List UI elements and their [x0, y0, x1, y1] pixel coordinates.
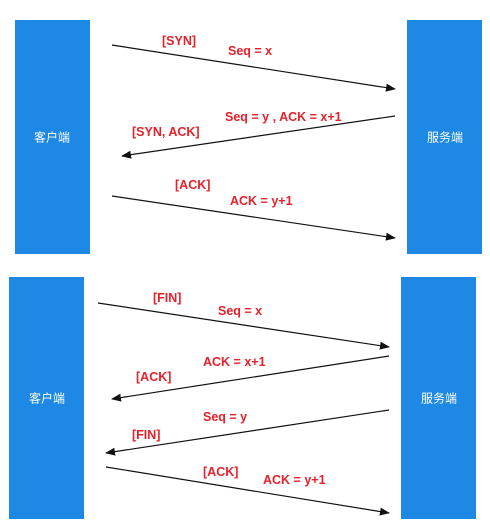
ack1-detail-label: ACK = x+1	[203, 355, 266, 369]
teardown-client-label: 客户端	[28, 391, 66, 406]
syn-arrow	[111, 44, 396, 92]
handshake-server-box	[407, 20, 482, 254]
fin1-arrow	[97, 302, 390, 350]
ack2-detail-label: ACK = y+1	[263, 473, 326, 487]
ack-detail-label: ACK = y+1	[230, 194, 293, 208]
syn-flag-label: [SYN]	[162, 34, 196, 48]
fin2-detail-label: Seq = y	[203, 410, 247, 424]
ack1-arrow	[111, 355, 390, 402]
syn-ack-detail-label: Seq = y , ACK = x+1	[225, 110, 342, 124]
ack2-flag-label: [ACK]	[203, 465, 238, 479]
fin1-detail-label: Seq = x	[218, 304, 262, 318]
handshake-server-label: 服务端	[426, 130, 464, 145]
handshake-client-label: 客户端	[33, 130, 71, 145]
ack2-arrow	[105, 466, 390, 516]
ack-flag-label: [ACK]	[175, 178, 210, 192]
syn-ack-arrow	[121, 115, 396, 159]
teardown-client-box	[9, 277, 84, 519]
handshake-client-box	[15, 20, 90, 254]
ack1-flag-label: [ACK]	[136, 370, 171, 384]
fin1-flag-label: [FIN]	[153, 291, 181, 305]
fin2-flag-label: [FIN]	[132, 428, 160, 442]
ack-arrow	[111, 195, 396, 241]
syn-detail-label: Seq = x	[228, 44, 272, 58]
fin2-arrow	[105, 409, 390, 456]
teardown-server-box	[401, 277, 476, 519]
syn-ack-flag-label: [SYN, ACK]	[132, 125, 200, 139]
teardown-server-label: 服务端	[420, 391, 458, 406]
